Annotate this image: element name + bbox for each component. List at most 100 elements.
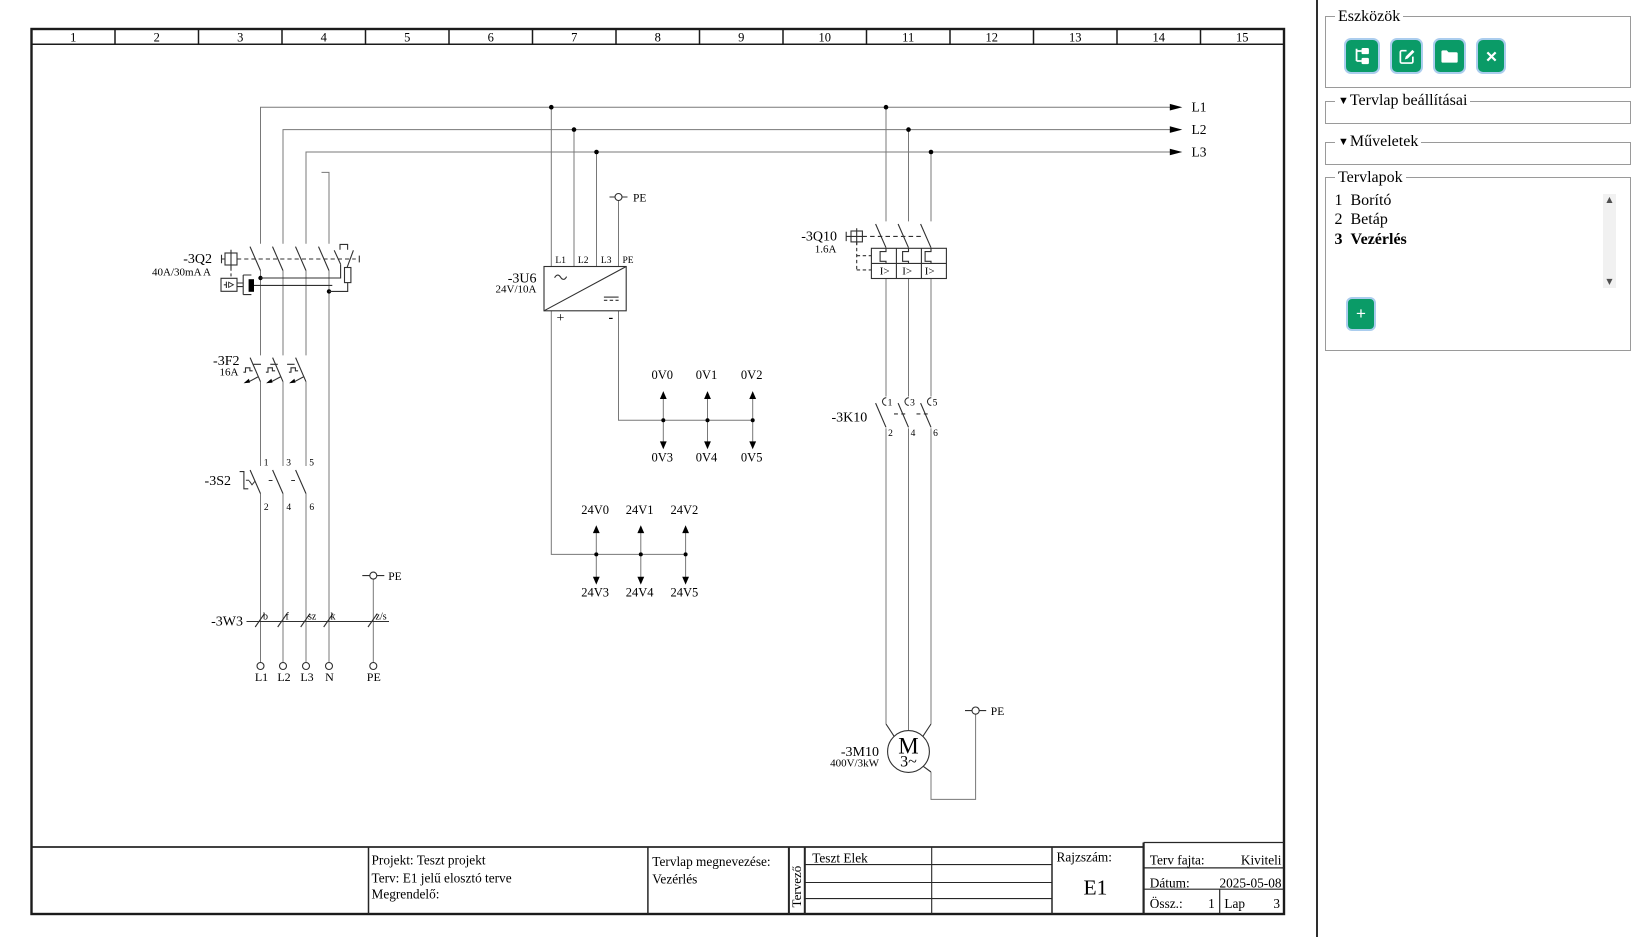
components-w3-core5-label: z/s xyxy=(376,611,387,622)
scroll-up-icon[interactable]: ▲ xyxy=(1606,195,1613,204)
components-u6-plus-label: + xyxy=(557,311,565,326)
components-f2-rating-label: 16A xyxy=(220,367,239,379)
components-k10-t4-label: 4 xyxy=(911,429,916,439)
edit-button[interactable] xyxy=(1390,38,1423,74)
buses-l2-label: L2 xyxy=(1192,122,1207,137)
title-block: Projekt: Teszt projekt Terv: E1 jelű elo… xyxy=(31,841,1284,914)
potential-rail-24v: 24V0 24V1 24V2 24V3 24V4 24V5 xyxy=(581,503,698,599)
potentials-zero-2-label: 0V2 xyxy=(741,368,763,382)
operations-toggle[interactable]: ▼Műveletek xyxy=(1338,135,1419,150)
close-button[interactable] xyxy=(1476,38,1506,74)
components-w3-core2-label: f xyxy=(286,611,290,622)
components-m10-name-label: -3M10 xyxy=(841,745,879,760)
titleblock-ossz-value-label: 1 xyxy=(1208,896,1215,911)
components-k10-t2-label: 2 xyxy=(888,429,893,439)
tree-icon xyxy=(1355,47,1369,64)
bus-l3: L3 xyxy=(1169,144,1207,159)
components-s2-t3-label: 3 xyxy=(286,459,291,469)
potentials-plus24-2-label: 24V2 xyxy=(671,503,699,517)
ruler-columns-14-label: 15 xyxy=(1236,30,1249,44)
components-w3-term4-label: N xyxy=(325,670,334,684)
potentials-zero-3-label: 0V3 xyxy=(652,451,674,465)
components-s2-t1-label: 1 xyxy=(264,459,269,469)
ruler-columns-12-label: 13 xyxy=(1069,30,1082,44)
pe-potential-w3: PE xyxy=(362,571,402,583)
potentials-zero-1-label: 0V1 xyxy=(696,368,718,382)
drawing-frame xyxy=(30,27,1286,916)
titleblock-terv-fajta-label-label: Terv fajta: xyxy=(1150,853,1205,868)
components-w3-name-label: -3W3 xyxy=(211,615,243,630)
ruler-columns-2-label: 3 xyxy=(237,30,243,44)
components-u6-pin1-label: L1 xyxy=(555,256,566,266)
component-m10-motor[interactable]: M 3~ -3M10 400V/3kW xyxy=(830,723,932,773)
components-u6-name-label: -3U6 xyxy=(508,272,537,287)
potentials-plus24-5-label: 24V5 xyxy=(671,585,699,599)
ruler-columns-1-label: 2 xyxy=(154,30,160,44)
components-q10-trip1-label: I> xyxy=(880,266,890,278)
component-w3-cable[interactable]: -3W3 b f sz k z/s xyxy=(211,611,389,630)
components-w3-term1-label: L1 xyxy=(255,670,268,684)
components-s2-t5-label: 5 xyxy=(309,459,314,469)
components-u6-rating-label: 24V/10A xyxy=(496,284,537,296)
titleblock-tervlap-label-label: Tervlap megnevezése: xyxy=(652,854,770,869)
junction-dots xyxy=(258,104,934,557)
components-u6-pin2-label: L2 xyxy=(578,256,589,266)
titleblock-megrendelo-label: Megrendelő: xyxy=(372,887,440,902)
ruler-columns-13-label: 14 xyxy=(1152,30,1165,44)
ruler-numbers: 1 2 3 4 5 6 7 8 9 10 11 12 13 14 15 xyxy=(70,30,1248,44)
titleblock-ossz-label-label: Össz.: xyxy=(1150,896,1183,911)
operations-panel: ▼Műveletek xyxy=(1325,135,1631,165)
component-u6-psu[interactable]: -3U6 24V/10A L1 L2 L3 PE + - xyxy=(496,256,634,326)
potentials-pe-w3-label: PE xyxy=(388,571,401,583)
component-q10-breaker[interactable]: -3Q10 1.6A I> I> I> xyxy=(801,223,947,280)
ruler-columns-11-label: 12 xyxy=(985,30,998,44)
potentials-plus24-0-label: 24V0 xyxy=(581,503,609,517)
components-u6-minus-label: - xyxy=(609,310,614,325)
buses-l1-label: L1 xyxy=(1192,100,1207,115)
sheet-settings-toggle[interactable]: ▼Tervlap beállításai xyxy=(1338,94,1468,109)
components-u6-pin4-label: PE xyxy=(623,256,634,266)
ruler-columns-4-label: 5 xyxy=(404,30,410,44)
titleblock-lap-label-label: Lap xyxy=(1224,896,1245,911)
component-s2-switch[interactable]: -3S2 1 3 5 2 4 6 xyxy=(205,459,315,513)
components-s2-name-label: -3S2 xyxy=(205,474,231,489)
components-s2-t4-label: 4 xyxy=(286,503,291,513)
folder-icon xyxy=(1441,49,1458,63)
potentials-zero-5-label: 0V5 xyxy=(741,451,763,465)
titleblock-lap-value-label: 3 xyxy=(1273,896,1280,911)
components-w3-term2-label: L2 xyxy=(277,670,290,684)
potential-rail-0v: 0V0 0V1 0V2 0V3 0V4 0V5 xyxy=(652,368,763,465)
terminals: L1 L2 L3 N PE xyxy=(255,661,381,684)
component-q2-rcd[interactable]: -3Q2 40A/30mA A xyxy=(152,243,360,296)
components-q10-trip3-label: I> xyxy=(925,266,935,278)
components-s2-t2-label: 2 xyxy=(264,503,269,513)
sidebar: Eszközök xyxy=(1316,0,1639,937)
add-sheet-button[interactable]: + xyxy=(1346,297,1376,331)
titleblock-rajzszam-label-label: Rajzszám: xyxy=(1057,850,1112,865)
component-k10-contactor[interactable]: -3K10 1 3 5 2 4 6 xyxy=(832,397,939,440)
sheet-settings-panel: ▼Tervlap beállításai xyxy=(1325,94,1631,124)
components-k10-t3-label: 3 xyxy=(910,398,915,408)
components-f2-name-label: -3F2 xyxy=(213,354,239,369)
components-w3-term3-label: L3 xyxy=(300,670,313,684)
components-k10-name-label: -3K10 xyxy=(832,410,868,425)
components-w3-term5-label: PE xyxy=(367,670,381,684)
titleblock-tervezo-name-label: Teszt Elek xyxy=(812,851,868,866)
component-f2-breaker[interactable]: -3F2 16A xyxy=(213,354,307,384)
components-q10-rating-label: 1.6A xyxy=(815,243,837,255)
schematic-canvas[interactable]: 1 2 3 4 5 6 7 8 9 10 11 12 13 14 15 xyxy=(0,0,1316,937)
tree-view-button[interactable] xyxy=(1344,38,1380,74)
components-k10-t6-label: 6 xyxy=(933,429,938,439)
scrollbar[interactable]: ▲ ▼ xyxy=(1603,194,1616,288)
scroll-down-icon[interactable]: ▼ xyxy=(1606,277,1613,286)
tools-panel: Eszközök xyxy=(1325,9,1631,88)
open-folder-button[interactable] xyxy=(1433,38,1466,74)
titleblock-terv-fajta-value-label: Kiviteli xyxy=(1241,853,1282,868)
ruler-columns-3-label: 4 xyxy=(321,30,328,44)
potentials-pe-u6-label: PE xyxy=(633,192,646,204)
components-w3-core3-label: sz xyxy=(308,611,317,622)
